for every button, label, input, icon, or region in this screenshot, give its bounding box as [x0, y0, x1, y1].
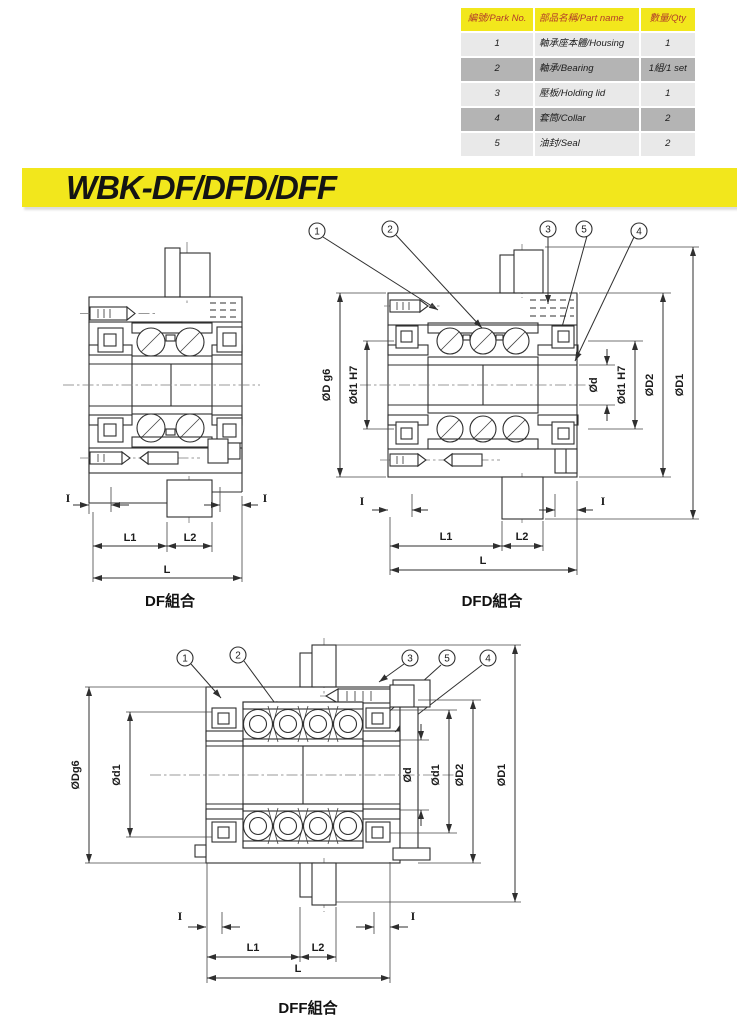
callout-circle-5 — [575, 220, 593, 238]
callout-circle-4 — [630, 222, 648, 240]
part-name-cell: 油封/Seal — [535, 133, 639, 156]
dfd-bearing-lower — [387, 404, 579, 450]
dim-label-l2: L2 — [312, 942, 325, 954]
callout-circle-2 — [229, 646, 247, 664]
dim-label-l1: L1 — [440, 531, 453, 543]
callout-circle-4 — [479, 649, 497, 667]
callout-number-3: 3 — [407, 654, 413, 665]
dim-label-d: Ød — [588, 377, 600, 392]
dff-bearing-lower — [205, 803, 401, 849]
dim-label-i-right: I — [601, 494, 606, 508]
callout-number-5: 5 — [581, 225, 587, 236]
callout-number-1: 1 — [314, 227, 320, 238]
df-assembly-diagram: I I L1 L2 L — [63, 242, 268, 582]
df-dimensions: I I L1 L2 L — [66, 487, 268, 582]
part-name-cell: 軸承/Bearing — [535, 58, 639, 81]
callout-number-4: 4 — [485, 654, 491, 665]
callout-circle-3 — [539, 220, 557, 238]
dim-label-d-g6: ØD g6 — [321, 369, 333, 401]
callout-number-2: 2 — [235, 651, 241, 662]
dfd-set-screw-upper — [384, 298, 440, 314]
dim-label-i-right: I — [411, 909, 416, 923]
callout-number-4: 4 — [636, 227, 642, 238]
table-row: 5 油封/Seal 2 — [461, 133, 695, 156]
series-title-banner: WBK-DF/DFD/DFF — [22, 168, 737, 207]
dff-set-screw — [320, 684, 417, 708]
header-part-name: 部品名稱/Part name — [535, 8, 639, 31]
callout-circle-1 — [308, 222, 326, 240]
part-qty-cell: 1 — [640, 33, 695, 56]
dff-shaft-bore — [150, 745, 455, 805]
df-set-screw-upper — [80, 305, 155, 322]
dim-label-l1: L1 — [247, 942, 260, 954]
dim-label-d1-h7-right: Ød1 H7 — [616, 366, 628, 405]
part-name-cell: 套筒/Collar — [535, 108, 639, 131]
dim-label-d2: ØD2 — [454, 764, 466, 787]
dfd-caption: DFD組合 — [461, 593, 523, 610]
dim-label-dg6: ØDg6 — [70, 760, 82, 789]
dim-label-d2: ØD2 — [644, 374, 656, 397]
parts-table-header: 編號/Park No. 部品名稱/Part name 數量/Qty — [461, 8, 695, 31]
dim-label-d1-left: Ød1 — [111, 764, 123, 785]
part-qty-cell: 1組/1 set — [640, 58, 695, 81]
dfd-shaft-bore — [360, 364, 595, 406]
dff-caption: DFF組合 — [278, 1000, 338, 1017]
dim-label-d1-outer: ØD1 — [496, 764, 508, 787]
parts-table: 編號/Park No. 部品名稱/Part name 數量/Qty 1 軸承座本… — [459, 6, 697, 158]
part-name-cell: 軸承座本體/Housing — [535, 33, 639, 56]
callout-circle-5 — [438, 649, 456, 667]
df-bearing-lower — [88, 405, 243, 448]
dfd-housing-lower — [380, 448, 578, 525]
dim-label-i-left: I — [178, 909, 183, 923]
dim-label-i-right: I — [263, 491, 268, 505]
callout-circle-3 — [401, 649, 419, 667]
df-shaft-bore — [63, 363, 260, 407]
callout-number-1: 1 — [182, 654, 188, 665]
dim-label-l1: L1 — [124, 532, 137, 544]
df-bearing-upper — [88, 322, 243, 365]
part-qty-cell: 2 — [640, 133, 695, 156]
table-row: 4 套筒/Collar 2 — [461, 108, 695, 131]
dff-assembly-diagram: 1 2 3 5 4 — [70, 638, 521, 983]
df-housing-lower — [80, 438, 243, 523]
part-no-cell: 1 — [461, 33, 534, 56]
callout-number-3: 3 — [545, 225, 551, 236]
dim-label-l: L — [480, 555, 487, 567]
dim-label-l2: L2 — [516, 531, 529, 543]
part-qty-cell: 1 — [640, 83, 695, 106]
dim-label-i-left: I — [360, 494, 365, 508]
table-row: 2 軸承/Bearing 1組/1 set — [461, 58, 695, 81]
dim-label-d1: ØD1 — [674, 374, 686, 397]
dim-label-l: L — [164, 564, 171, 576]
callout-number-5: 5 — [444, 654, 450, 665]
callout-number-2: 2 — [387, 225, 393, 236]
table-row: 1 軸承座本體/Housing 1 — [461, 33, 695, 56]
dim-label-d1-right: Ød1 — [430, 764, 442, 785]
dff-dimensions: ØDg6 Ød1 Ød Ød1 ØD2 ØD1 I I — [70, 644, 521, 983]
dim-label-l: L — [295, 963, 302, 975]
dim-label-i-left: I — [66, 491, 71, 505]
dfd-dimensions: ØD g6 Ød1 H7 Ød Ød1 H7 ØD2 ØD1 I — [321, 246, 699, 575]
dim-label-d: Ød — [402, 767, 414, 782]
part-name-cell: 壓板/Holding lid — [535, 83, 639, 106]
part-no-cell: 5 — [461, 133, 534, 156]
dfd-bearing-upper — [387, 322, 579, 366]
part-no-cell: 3 — [461, 83, 534, 106]
table-row: 3 壓板/Holding lid 1 — [461, 83, 695, 106]
callout-circle-2 — [381, 220, 399, 238]
dim-label-l2: L2 — [184, 532, 197, 544]
dfd-housing — [387, 244, 578, 449]
series-title: WBK-DF/DFD/DFF — [66, 169, 337, 206]
part-no-cell: 2 — [461, 58, 534, 81]
dim-label-d1-h7-left: Ød1 H7 — [348, 366, 360, 405]
part-qty-cell: 2 — [640, 108, 695, 131]
dfd-assembly-diagram: 1 2 3 5 4 — [308, 220, 699, 575]
part-no-cell: 4 — [461, 108, 534, 131]
df-caption: DF組合 — [145, 593, 195, 610]
header-part-no: 編號/Park No. — [461, 8, 534, 31]
dff-bearing-upper — [205, 701, 401, 747]
callout-circle-1 — [176, 649, 194, 667]
header-qty: 數量/Qty — [640, 8, 695, 31]
